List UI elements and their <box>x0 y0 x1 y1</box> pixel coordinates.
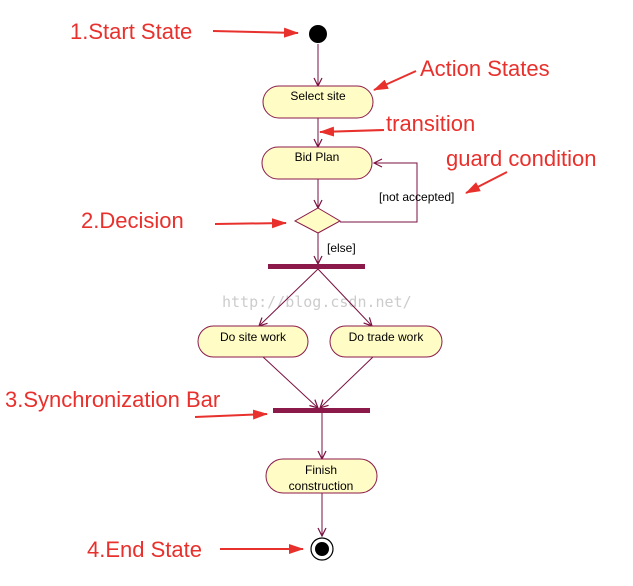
annotation-arrow-guard-condition <box>465 171 508 194</box>
action-finish-construction: Finish construction <box>265 458 378 494</box>
annotation-guard-condition: guard condition <box>446 146 596 171</box>
action-bid-plan-label: Bid Plan <box>295 150 340 164</box>
start-state-node <box>309 25 327 43</box>
guard-not-accepted: [not accepted] <box>379 190 454 204</box>
edge-trade-work-to-join <box>320 355 375 408</box>
decision-node <box>293 207 342 234</box>
annotation-arrow-transition <box>319 126 385 137</box>
annotations: 1.Start State Action States transition g… <box>5 19 596 562</box>
fork-synchronization-bar <box>268 264 365 269</box>
edge-fork-to-trade-work <box>317 268 372 326</box>
annotation-decision: 2.Decision <box>81 208 184 233</box>
transitions <box>259 44 418 536</box>
annotation-arrow-start-state <box>212 27 299 38</box>
annotation-arrow-decision <box>214 218 287 229</box>
annotation-transition: transition <box>386 111 475 136</box>
action-finish-label-line1: Finish <box>305 463 337 477</box>
annotation-end-state: 4.End State <box>87 537 202 562</box>
action-do-site-work: Do site work <box>197 325 309 358</box>
action-bid-plan: Bid Plan <box>261 146 373 180</box>
guard-else: [else] <box>327 241 356 255</box>
annotation-action-states: Action States <box>420 56 550 81</box>
annotation-arrow-synchronization-bar <box>194 409 268 420</box>
action-do-trade-work-label: Do trade work <box>349 330 425 344</box>
annotation-start-state: 1.Start State <box>70 19 192 44</box>
action-select-site: Select site <box>262 85 374 119</box>
edge-site-work-to-join <box>261 355 318 408</box>
annotation-synchronization-bar: 3.Synchronization Bar <box>5 387 220 412</box>
action-do-trade-work: Do trade work <box>329 325 443 358</box>
edge-decision-not-accepted-loop <box>340 163 418 223</box>
annotation-arrow-action-states <box>373 70 417 91</box>
join-synchronization-bar <box>273 408 370 413</box>
edge-fork-to-site-work <box>259 268 319 326</box>
end-state-node <box>310 537 334 561</box>
watermark-text: http://blog.csdn.net/ <box>222 293 412 311</box>
action-select-site-label: Select site <box>290 89 346 103</box>
action-do-site-work-label: Do site work <box>220 330 287 344</box>
action-finish-label-line2: construction <box>289 479 354 493</box>
